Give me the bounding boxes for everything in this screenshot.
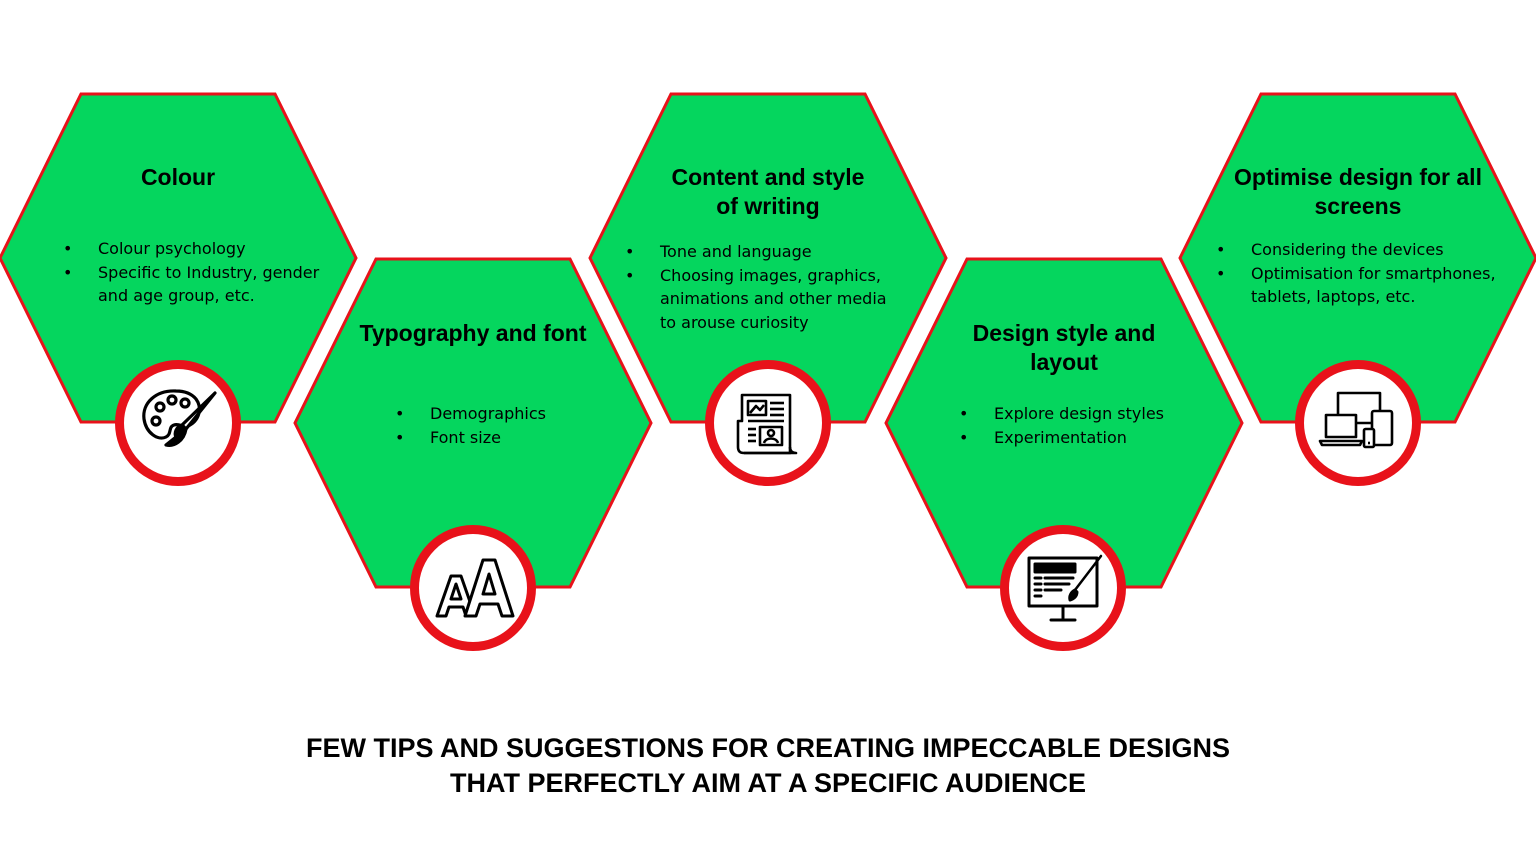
tip-hexagon-content: Content and style of writing Tone and la…: [588, 92, 948, 424]
tip-hexagon-design-style: Design style and layout Explore design s…: [884, 257, 1244, 589]
tip-bullet: Explore design styles: [959, 402, 1209, 426]
tip-bullet: Colour psychology: [63, 237, 323, 261]
monitor-design-icon: [1027, 554, 1103, 622]
typography-icon: [435, 558, 515, 618]
tip-badge-typography: [410, 525, 536, 651]
tip-title: Design style and layout: [972, 320, 1156, 375]
tip-bullet-list: Colour psychology Specific to Industry, …: [63, 237, 323, 308]
tip-title: Optimise design for all screens: [1234, 164, 1482, 219]
tip-badge-content: [705, 360, 831, 486]
palette-icon: [142, 389, 217, 447]
tip-badge-colour: [115, 360, 241, 486]
tip-bullet: Considering the devices: [1216, 238, 1516, 262]
devices-icon: [1318, 391, 1394, 449]
tip-bullet: Choosing images, graphics, animations an…: [625, 264, 895, 335]
tip-bullet-list: Considering the devices Optimisation for…: [1216, 238, 1516, 309]
infographic-title-line-1: FEW TIPS AND SUGGESTIONS FOR CREATING IM…: [305, 733, 1231, 763]
tip-title: Content and style of writing: [671, 164, 865, 219]
newspaper-icon: [736, 393, 798, 455]
tip-bullet-list: Demographics Font size: [395, 402, 625, 449]
tip-title: Colour: [140, 164, 216, 190]
tip-hexagon-colour: Colour Colour psychology Specific to Ind…: [0, 92, 358, 424]
tip-bullet: Optimisation for smartphones, tablets, l…: [1216, 262, 1516, 309]
tip-bullet: Experimentation: [959, 426, 1209, 450]
tip-badge-optimise: [1295, 360, 1421, 486]
tip-bullet-list: Explore design styles Experimentation: [959, 402, 1209, 449]
tip-bullet: Tone and language: [625, 240, 895, 264]
infographic-title-line-2: THAT PERFECTLY AIM AT A SPECIFIC AUDIENC…: [449, 768, 1087, 798]
tip-hexagon-optimise: Optimise design for all screens Consider…: [1178, 92, 1536, 424]
tip-bullet: Font size: [395, 426, 625, 450]
tip-title: Typography and font: [359, 320, 587, 346]
infographic-title: FEW TIPS AND SUGGESTIONS FOR CREATING IM…: [0, 731, 1536, 801]
tip-bullet: Demographics: [395, 402, 625, 426]
tip-hexagon-typography: Typography and font Demographics Font si…: [293, 257, 653, 589]
tip-bullet: Specific to Industry, gender and age gro…: [63, 261, 323, 308]
tip-badge-design-style: [1000, 525, 1126, 651]
tip-bullet-list: Tone and language Choosing images, graph…: [625, 240, 895, 334]
